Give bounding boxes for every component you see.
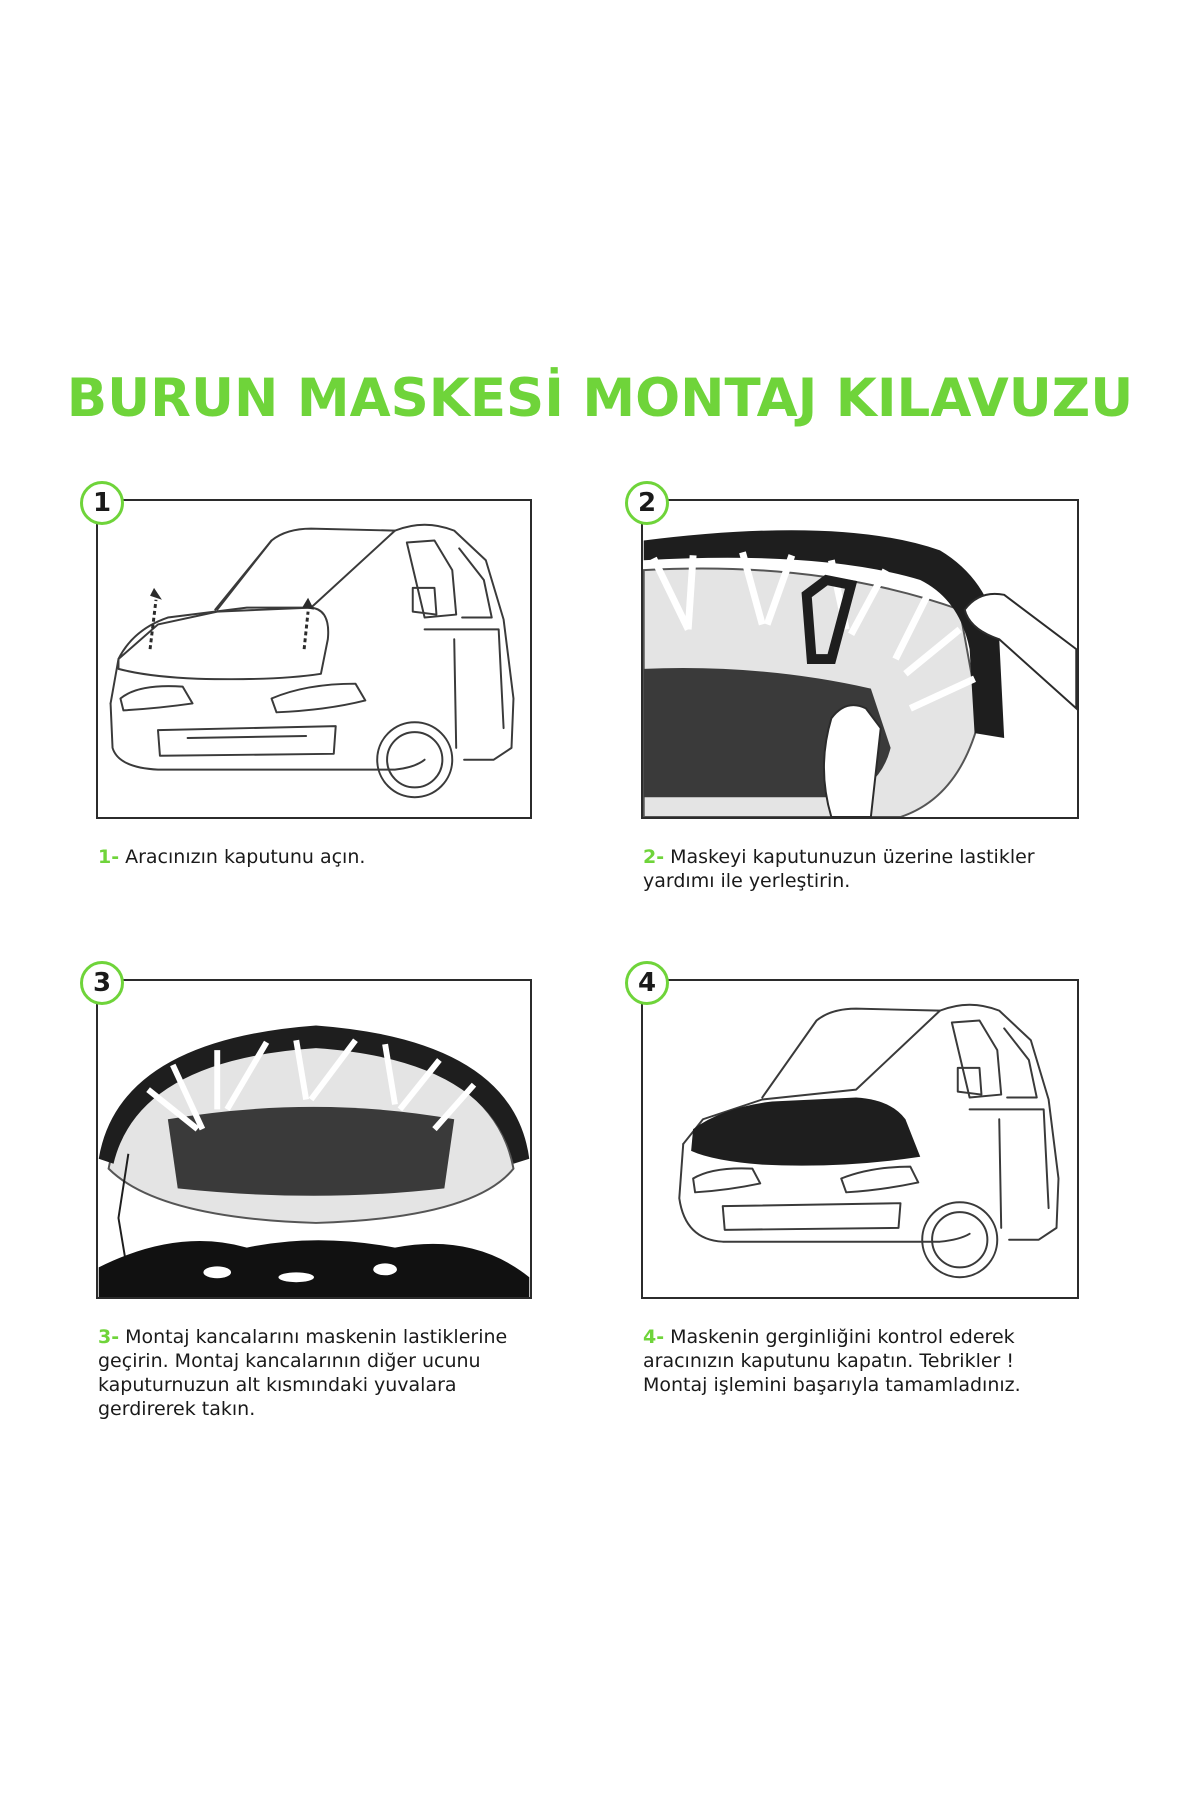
step-1-number: 1 [92, 488, 112, 518]
step-4-prefix: 4- [643, 1326, 665, 1348]
step-3-line-4: gerdirerek takın. [98, 1398, 256, 1420]
page-title: BURUN MASKESİ MONTAJ KILAVUZU [66, 368, 1134, 429]
open-hood-illustration [109, 523, 515, 799]
step-2-caption: 2-Maskeyi kaputunuzun üzerine lastikler … [643, 845, 1103, 893]
step-2-line-1: Maskeyi kaputunuzun üzerine lastikler [670, 846, 1035, 868]
step-3-line-3: kaputurnuzun alt kısmındaki yuvalara [98, 1374, 457, 1396]
step-2-number: 2 [637, 488, 657, 518]
step-4-number-badge: 4 [625, 961, 669, 1005]
step-1-number-badge: 1 [80, 481, 124, 525]
step-3-image [96, 979, 532, 1299]
step-3-caption: 3-Montaj kancalarını maskenin lastikleri… [98, 1325, 568, 1421]
hooks-illustration [98, 1025, 530, 1297]
step-1-image [96, 499, 532, 819]
finished-car-illustration [678, 1003, 1060, 1279]
step-1-caption: 1-Aracınızın kaputunu açın. [98, 845, 538, 869]
step-4-caption: 4-Maskenin gerginliğini kontrol ederek a… [643, 1325, 1113, 1397]
step-3-prefix: 3- [98, 1326, 120, 1348]
step-4-line-3: Montaj işlemini başarıyla tamamladınız. [643, 1374, 1021, 1396]
step-4-line-1: Maskenin gerginliğini kontrol ederek [670, 1326, 1015, 1348]
step-3-number: 3 [92, 968, 112, 998]
step-4-image [641, 979, 1079, 1299]
step-3-line-2: geçirin. Montaj kancalarının diğer ucunu [98, 1350, 481, 1372]
step-2-number-badge: 2 [625, 481, 669, 525]
step-1-line-1: Aracınızın kaputunu açın. [125, 846, 366, 868]
step-2-image [641, 499, 1079, 819]
step-4-line-2: aracınızın kaputunu kapatın. Tebrikler ! [643, 1350, 1015, 1372]
step-1-prefix: 1- [98, 846, 120, 868]
step-3-number-badge: 3 [80, 961, 124, 1005]
mask-stretch-illustration [643, 530, 1077, 817]
step-4-number: 4 [637, 968, 657, 998]
step-2-line-2: yardımı ile yerleştirin. [643, 870, 851, 892]
step-3-line-1: Montaj kancalarını maskenin lastiklerine [125, 1326, 508, 1348]
step-2-prefix: 2- [643, 846, 665, 868]
